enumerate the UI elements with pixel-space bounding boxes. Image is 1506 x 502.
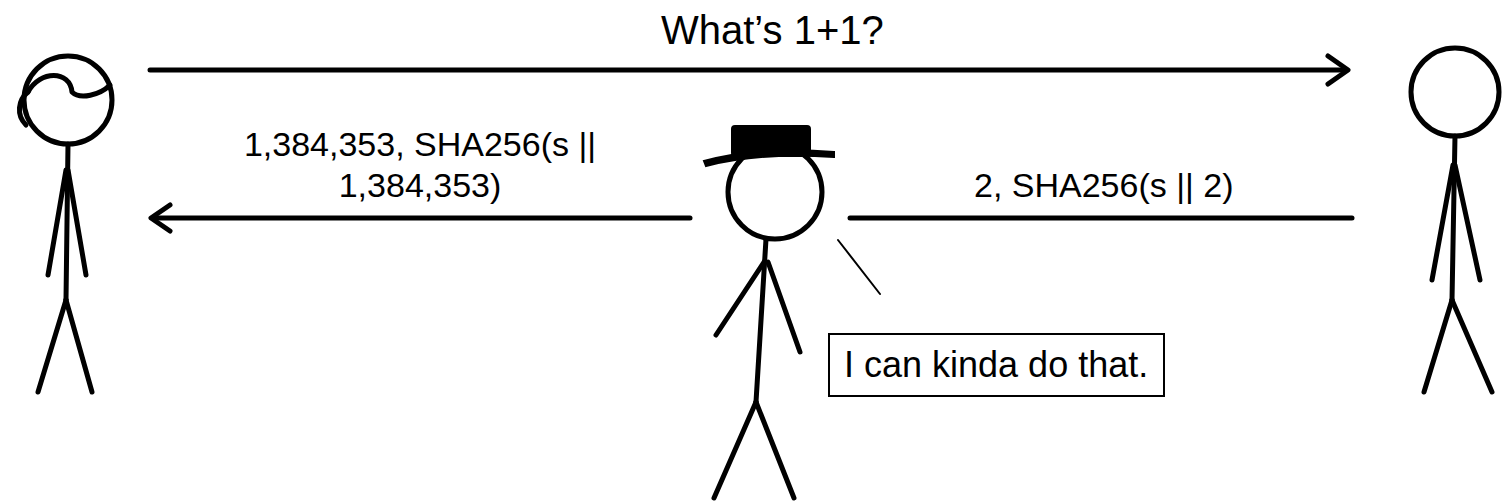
ponytail: [19, 92, 28, 125]
stick-figure-arm: [716, 262, 764, 335]
stick-figure-leg: [1452, 300, 1492, 392]
speech-box-content: I can kinda do that.: [844, 343, 1148, 386]
stick-figure-arm: [48, 170, 66, 275]
stick-figure-leg: [714, 402, 756, 498]
speech-box: I can kinda do that.: [828, 333, 1165, 397]
stick-figure-arm: [1432, 165, 1453, 280]
stick-figure-leg: [66, 300, 92, 392]
stick-figure-leg: [1424, 300, 1452, 392]
message-arrow: [154, 216, 690, 221]
stick-figure-body: [66, 144, 68, 300]
hair: [28, 76, 110, 96]
stick-figure-arm: [68, 170, 86, 275]
message-label: 2, SHA256(s || 2): [974, 165, 1234, 206]
arrow-head: [151, 205, 170, 231]
hat: [704, 126, 834, 166]
stick-figure-head: [24, 56, 112, 144]
stick-figure-body: [1452, 136, 1455, 300]
arrow-head: [1328, 56, 1348, 84]
stick-figure-leg: [38, 300, 66, 392]
stick-figure-head: [1411, 48, 1499, 136]
message-arrow: [150, 68, 1346, 73]
stick-figure-leg: [756, 402, 794, 498]
stick-figure-arm: [768, 262, 800, 352]
message-arrow: [850, 216, 1352, 221]
message-label: What’s 1+1?: [661, 6, 884, 54]
stick-figure-arm: [1455, 165, 1480, 280]
speech-leader-line: [838, 240, 880, 294]
message-label: 1,384,353, SHA256(s || 1,384,353): [160, 124, 680, 206]
hat-brim: [704, 150, 834, 166]
speech-text: I can kinda do that.: [844, 343, 1148, 386]
